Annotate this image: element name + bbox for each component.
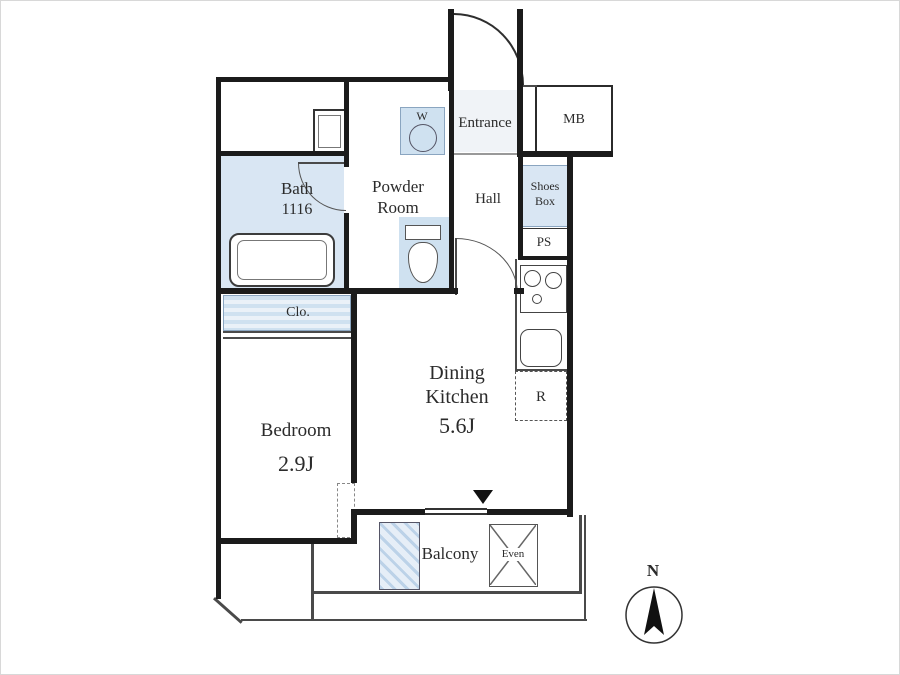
building-bottom-edge: [241, 619, 587, 621]
top-right-line: [523, 85, 537, 87]
wall-segment: [518, 256, 568, 260]
label-shoes-box: Shoes Box: [531, 179, 560, 209]
balcony-window: [423, 507, 489, 516]
label-refrigerator: R: [535, 389, 547, 405]
entrance-pillar: [448, 9, 454, 91]
balcony-bottom-rail: [311, 591, 582, 594]
wall-segment: [216, 77, 454, 82]
room-label-bedroom: Bedroom: [260, 420, 332, 441]
shoes-box-line2: Box: [534, 194, 556, 208]
room-size-dining-kitchen: 5.6J: [438, 413, 476, 438]
wall-segment: [344, 213, 349, 294]
compass-north-label: N: [646, 561, 660, 580]
compass: [609, 581, 699, 651]
closet-sliding-door-line: [223, 331, 353, 333]
room-label-dining-kitchen: Dining: [429, 362, 485, 384]
label-washer: W: [416, 109, 428, 123]
refrigerator-space: [515, 371, 567, 421]
wall-segment: [487, 509, 573, 515]
wall-segment: [216, 538, 357, 544]
room-label-hall: Hall: [475, 191, 501, 207]
label-ps: PS: [536, 234, 552, 249]
wall-segment: [344, 77, 349, 167]
entrance-pillar: [517, 9, 523, 157]
label-evac-hatch: Even: [500, 548, 526, 562]
entrance-door-arc: [454, 13, 524, 85]
wall-segment: [353, 509, 425, 515]
room-size-bedroom: 2.9J: [277, 451, 315, 476]
north-arrow-icon: [625, 586, 683, 644]
label-closet: Clo.: [286, 305, 310, 320]
entrance-floor: [454, 90, 517, 152]
wall-segment: [517, 151, 613, 157]
kitchen-counter-bottom: [515, 369, 569, 371]
closet-strip: [223, 295, 351, 331]
water-heater-inner: [318, 115, 341, 148]
toilet-tank-icon: [405, 225, 441, 240]
room-label-powder-room: Room: [377, 198, 419, 217]
wall-segment: [449, 90, 454, 290]
entrance-step-line: [454, 153, 518, 155]
washer-drum-icon: [409, 124, 437, 152]
room-label-dining-kitchen: Kitchen: [425, 386, 489, 408]
wall-segment: [351, 294, 357, 483]
room-label-entrance: Entrance: [458, 115, 512, 131]
wall-segment: [567, 151, 573, 517]
toilet-bowl-icon: [408, 242, 438, 283]
wall-segment: [216, 288, 458, 294]
room-label-mb: MB: [563, 112, 585, 127]
shoes-box-line1: Shoes: [530, 179, 560, 193]
balcony-window-line: [425, 508, 487, 510]
stove-burner-icon: [532, 294, 542, 304]
building-corner-diagonal: [213, 597, 243, 624]
sink-icon: [520, 329, 562, 367]
balcony-left-line: [311, 541, 314, 621]
wall-segment: [216, 77, 221, 599]
building-right-edge: [584, 515, 586, 621]
bathtub-icon: [229, 233, 335, 287]
wall-segment: [514, 288, 524, 294]
stove-burner-icon: [545, 272, 562, 289]
balcony-hatch-area: [379, 522, 420, 590]
bathtub-inner-line: [237, 240, 327, 280]
stove-burner-icon: [524, 270, 541, 287]
closet-sliding-door-line: [223, 337, 353, 339]
bath-door-leaf: [298, 162, 347, 164]
room-size-bath: 1116: [281, 201, 313, 218]
room-label-bath: Bath: [280, 179, 314, 198]
direction-triangle-icon: [473, 490, 493, 504]
kitchen-counter-edge: [515, 259, 517, 371]
wall-segment: [216, 151, 349, 156]
room-label-balcony: Balcony: [421, 544, 479, 563]
balcony-window-line: [425, 513, 487, 515]
hall-door-leaf: [455, 238, 457, 295]
balcony-right-line: [579, 515, 582, 594]
wall-segment: [518, 157, 523, 258]
hall-door-arc: [456, 238, 518, 294]
room-label-powder-room: Powder: [372, 177, 424, 196]
wall-segment: [351, 509, 357, 544]
